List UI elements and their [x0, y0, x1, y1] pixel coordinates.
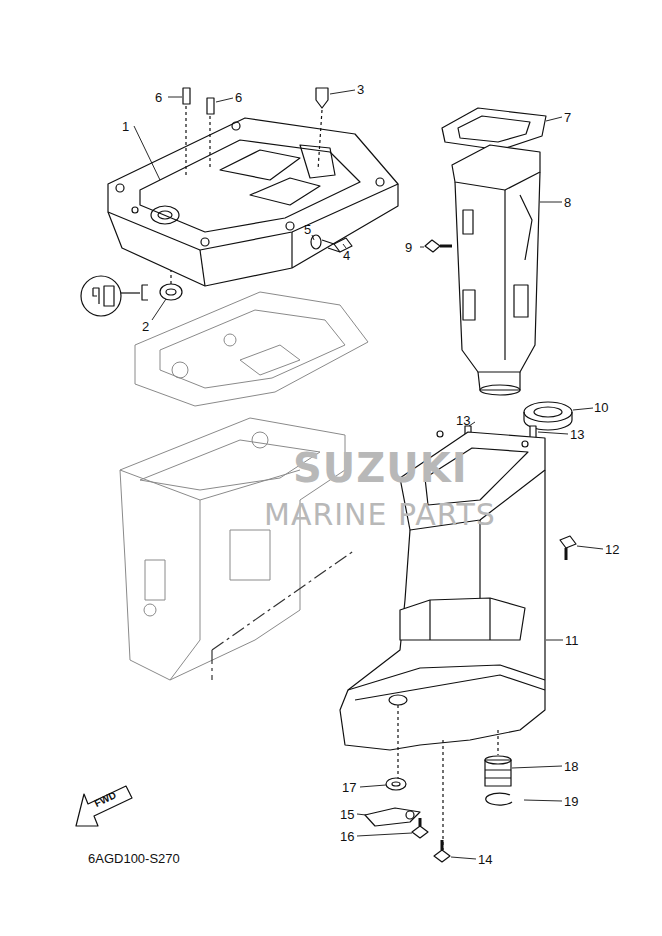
callout-number: 14	[478, 853, 492, 866]
callout-number: 4	[343, 249, 350, 262]
callout-number: 5	[304, 223, 311, 236]
callout-number: 8	[564, 196, 571, 209]
leader-lines	[134, 90, 603, 859]
upper-casing	[108, 118, 398, 286]
forward-arrow	[76, 786, 132, 826]
callout-number: 2	[142, 320, 149, 333]
callout-number: 3	[357, 83, 364, 96]
exhaust-gasket	[442, 108, 546, 150]
watermark: MARINE PARTS	[264, 500, 496, 530]
lower-casing	[340, 431, 545, 850]
bolt	[425, 240, 452, 252]
callout-number: 13	[456, 414, 470, 427]
callout-number: 9	[405, 241, 412, 254]
callout-number: 15	[340, 808, 354, 821]
plug	[316, 88, 328, 170]
callout-number: 7	[564, 111, 571, 124]
callout-number: 18	[564, 760, 578, 773]
assembly-line	[212, 550, 355, 680]
callout-number: 16	[340, 830, 354, 843]
callout-number: 17	[342, 781, 356, 794]
gasket-outline	[135, 292, 368, 406]
callout-number: 6	[155, 91, 162, 104]
exhaust-guide	[452, 145, 540, 395]
callout-number: 11	[565, 634, 579, 647]
callout-number: 6	[235, 91, 242, 104]
callout-number: 19	[564, 795, 578, 808]
oil-seal	[81, 270, 182, 316]
dowel-pins	[183, 88, 214, 175]
watermark: SUZUKI	[293, 448, 468, 488]
small-parts	[365, 756, 512, 862]
callout-number: 6AGD100-S270	[88, 852, 180, 865]
callout-number: 12	[605, 543, 619, 556]
callout-number: 1	[122, 120, 129, 133]
callout-number: 10	[594, 401, 608, 414]
bolt	[560, 536, 576, 560]
callout-number: 13	[570, 428, 584, 441]
